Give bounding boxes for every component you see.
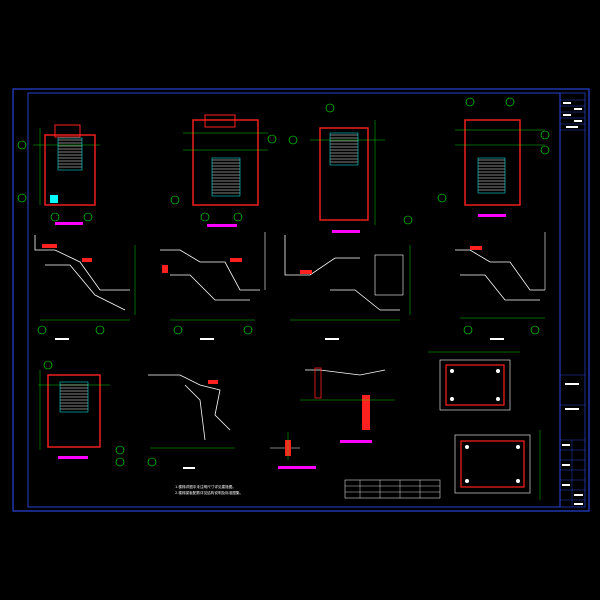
stair-plan-1 <box>17 124 100 225</box>
column-section-1 <box>428 351 520 411</box>
note-line-2: 2.楼梯梁板配筋详见结构说明及标准图集。 <box>175 490 243 495</box>
stair-section-1 <box>34 235 136 340</box>
stair-plan-2 <box>170 114 277 227</box>
rebar-table <box>344 479 441 499</box>
detail-node-2 <box>300 367 395 443</box>
title-block <box>559 92 586 508</box>
column-section-2 <box>454 430 541 500</box>
general-notes: 1.楼梯详图中未注明尺寸详见建施图。 2.楼梯梁板配筋详见结构说明及标准图集。 <box>175 484 243 495</box>
stair-plan-5 <box>38 360 125 467</box>
stair-section-4 <box>455 232 546 340</box>
stair-plan-3 <box>288 103 413 233</box>
stair-section-5 <box>147 374 235 469</box>
stair-section-3 <box>284 235 411 340</box>
inner-border <box>27 92 561 508</box>
detail-node-1 <box>270 432 316 469</box>
outer-border <box>12 88 590 512</box>
note-line-1: 1.楼梯详图中未注明尺寸详见建施图。 <box>175 484 236 489</box>
stair-section-2 <box>160 232 266 340</box>
stair-plan-4 <box>437 97 550 217</box>
